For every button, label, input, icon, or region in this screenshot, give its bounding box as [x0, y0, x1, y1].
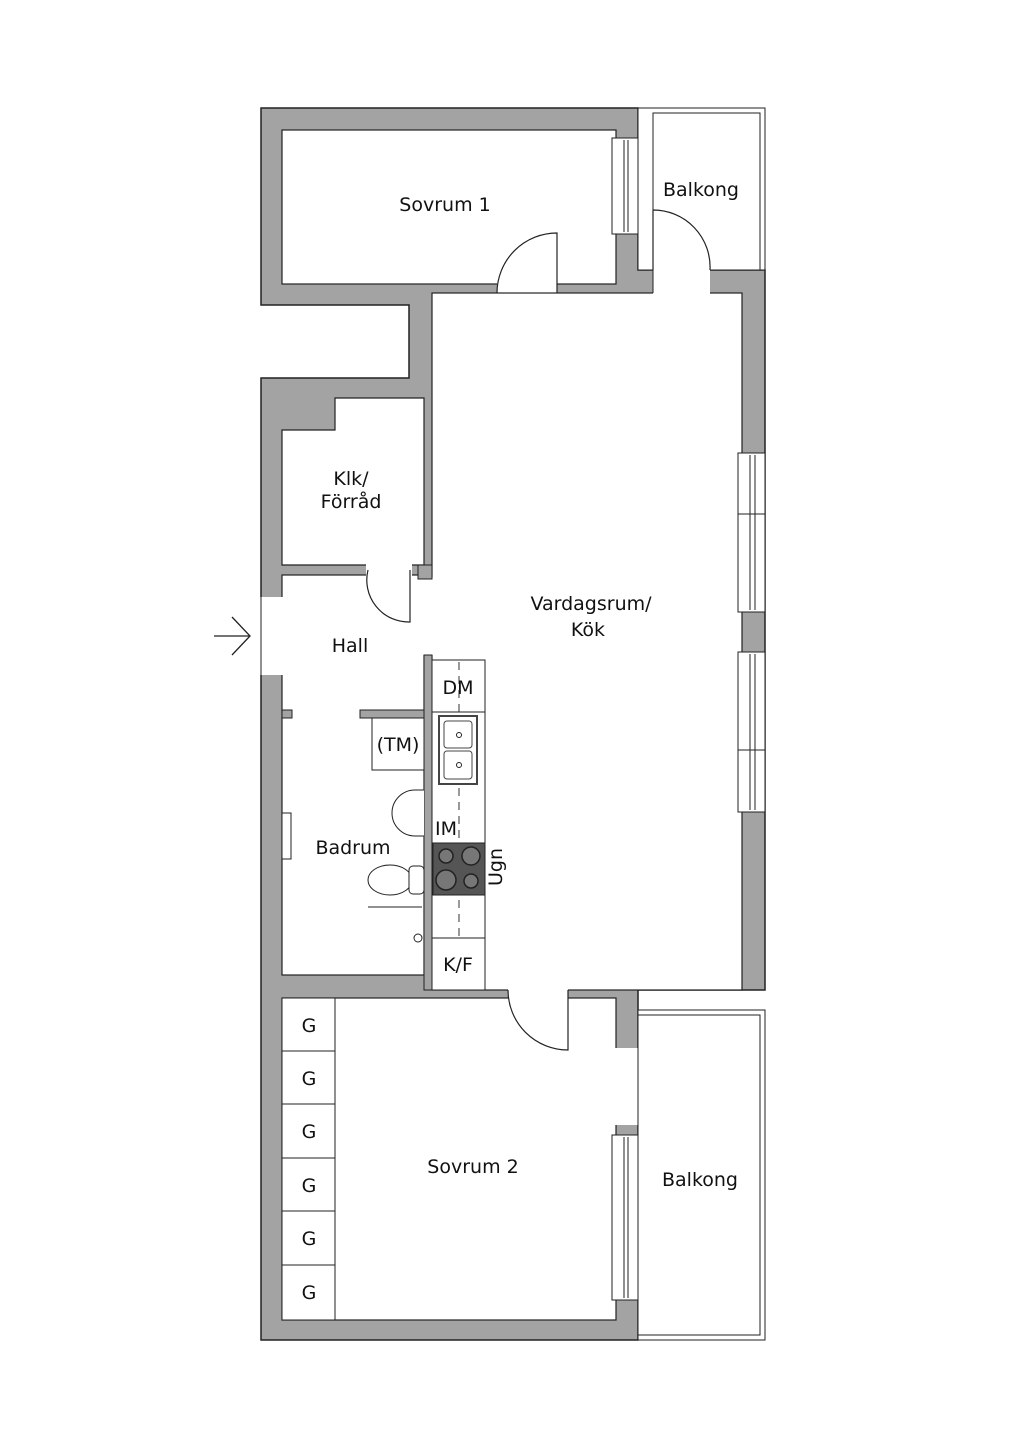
label-vardagsrum: Vardagsrum/ [530, 593, 652, 615]
window [737, 452, 766, 813]
closet-label: G [302, 1282, 317, 1304]
shower-icon [413, 933, 423, 943]
door-swing [366, 569, 411, 623]
closet-label: G [302, 1121, 317, 1143]
washing-machine-space [371, 717, 425, 771]
label-kf: K/F [443, 954, 473, 976]
label-dm: DM [442, 677, 473, 699]
window [611, 137, 639, 235]
sink [391, 789, 424, 837]
radiator [281, 812, 292, 860]
label-klk: Klk/ [333, 468, 369, 490]
window [611, 1134, 639, 1301]
label-kok: Kök [571, 619, 605, 641]
arrow-right-icon [214, 616, 251, 656]
label-ugn: Ugn [485, 848, 507, 886]
closets [281, 997, 336, 1321]
closet-label: G [302, 1068, 317, 1090]
closet-label: G [302, 1228, 317, 1250]
label-hall: Hall [332, 635, 369, 657]
door-swing [507, 989, 569, 1051]
label-im: IM [435, 818, 457, 840]
door-opening [497, 283, 557, 294]
room-sovrum-2 [281, 997, 617, 1321]
balcony-2 [637, 1009, 766, 1341]
door-swing [652, 209, 711, 271]
closet-label: G [302, 1015, 317, 1037]
label-sovrum-2: Sovrum 2 [427, 1156, 518, 1178]
label-forrad: Förråd [321, 490, 382, 513]
label-sovrum-1: Sovrum 1 [399, 194, 490, 216]
closet-label: G [302, 1175, 317, 1197]
label-balkong-1: Balkong [663, 179, 739, 201]
room-hall [281, 574, 425, 976]
label-tm: (TM) [377, 734, 420, 756]
label-balkong-2: Balkong [662, 1169, 738, 1191]
toilet [367, 864, 413, 896]
label-badrum: Badrum [315, 837, 390, 859]
room-klk-forrad [281, 397, 425, 566]
door-swing [496, 232, 558, 294]
room-sovrum-1 [281, 129, 617, 285]
